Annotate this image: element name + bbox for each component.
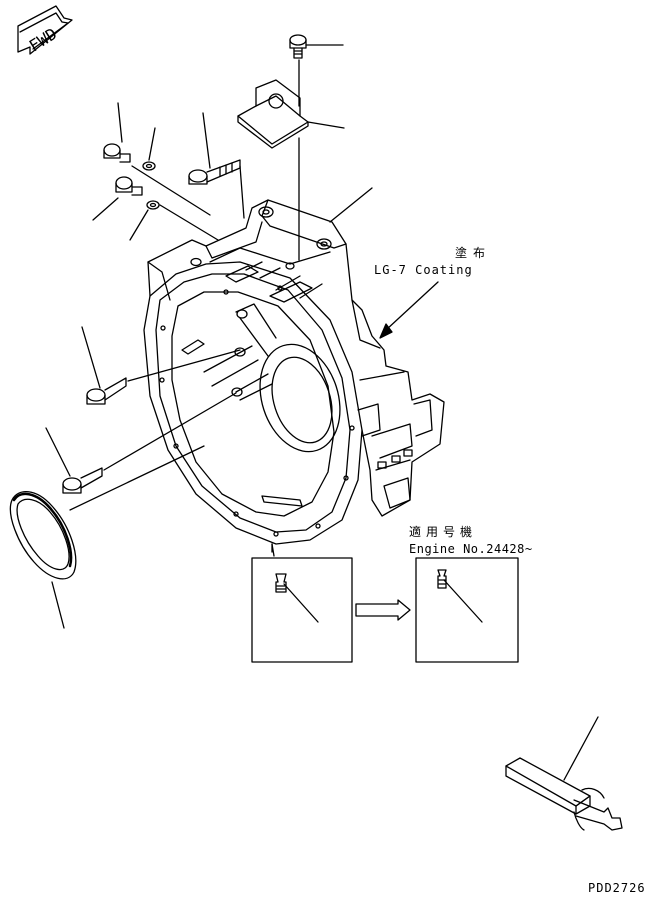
cap-bolt-lower xyxy=(92,176,143,221)
fwd-arrow-icon: FWD xyxy=(17,5,73,56)
hex-bolt-upper-right xyxy=(188,112,241,185)
fwd-label: FWD xyxy=(26,24,61,55)
engine-applicability-label-jp: 適用号機 xyxy=(409,525,478,539)
coating-label-en: LG-7 Coating xyxy=(374,263,473,277)
flywheel-housing xyxy=(143,199,445,553)
washer-upper xyxy=(142,127,156,171)
oil-seal xyxy=(9,445,205,629)
part-leader-lines xyxy=(131,165,245,241)
detail-box-before xyxy=(251,557,353,663)
top-bolt xyxy=(289,34,344,59)
change-arrow-icon xyxy=(355,599,411,621)
plug-leader xyxy=(271,543,275,557)
housing-bolt-lower xyxy=(45,392,237,494)
housing-bolt-upper xyxy=(81,326,241,405)
washer-lower xyxy=(129,200,160,241)
coating-tool xyxy=(505,716,623,831)
coating-label-jp: 塗布 xyxy=(455,246,492,260)
housing-leader xyxy=(329,187,373,223)
cap-bolt-upper xyxy=(103,102,131,163)
drawing-code: PDD2726 xyxy=(588,881,646,895)
coating-arrow xyxy=(379,281,439,339)
engine-number-label: Engine No.24428~ xyxy=(409,542,533,556)
bracket xyxy=(237,59,345,261)
detail-box-after xyxy=(415,557,519,663)
